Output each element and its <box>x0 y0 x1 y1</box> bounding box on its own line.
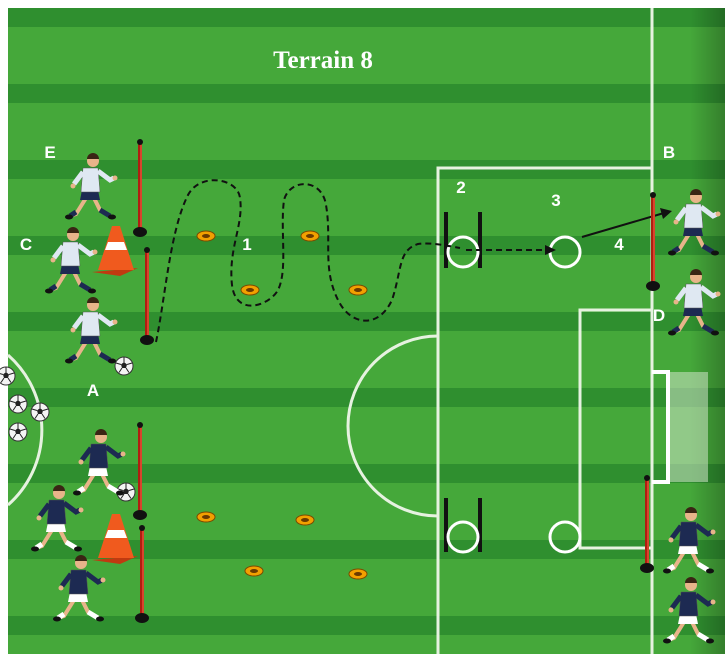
player-group <box>31 153 721 644</box>
marker-group <box>196 230 368 580</box>
penalty-arc <box>346 334 439 518</box>
slalom-pole-icon <box>133 139 147 237</box>
slalom-pole-icon <box>133 422 147 520</box>
label-step-3: 3 <box>551 191 560 210</box>
goal-frame-icon <box>652 370 670 484</box>
soccer-ball-icon <box>30 402 50 422</box>
pole-group <box>133 139 660 623</box>
marker-hole <box>250 569 258 573</box>
label-c: C <box>20 235 32 254</box>
marker-hole <box>354 288 362 292</box>
player-lower-5 <box>663 577 716 644</box>
soccer-ball-icon <box>8 394 28 414</box>
pass-arrowhead-icon <box>660 208 672 219</box>
label-d: D <box>653 306 665 325</box>
label-step-1: 1 <box>242 235 251 254</box>
stations <box>446 235 582 554</box>
marker-hole <box>301 518 309 522</box>
center-circle-arc <box>7 353 44 507</box>
slalom-pole-icon <box>140 247 154 345</box>
station-circle-lower-2 <box>548 520 582 554</box>
marker-hole <box>202 234 210 238</box>
station-circle-2 <box>446 235 480 269</box>
player-lower-3 <box>53 555 106 622</box>
grass-stripe <box>8 540 725 559</box>
player-lower-2 <box>31 485 84 552</box>
goal-net <box>666 372 708 482</box>
penalty-area-line <box>436 166 652 654</box>
diagram-title: Terrain 8 <box>273 47 373 74</box>
player-e <box>65 153 118 220</box>
dribble-path <box>155 179 461 343</box>
marker-hole <box>246 288 254 292</box>
station-circle-lower-1 <box>446 520 480 554</box>
gate-posts <box>444 212 482 552</box>
soccer-ball-icon <box>8 422 28 442</box>
slalom-pole-icon <box>135 525 149 623</box>
labels: E C A B D 1 2 3 4 <box>20 143 675 400</box>
marker-hole <box>354 572 362 576</box>
player-lower-4 <box>663 507 716 574</box>
cone-group <box>92 226 138 564</box>
player-c <box>45 227 98 294</box>
marker-hole <box>202 515 210 519</box>
marker-hole <box>306 234 314 238</box>
player-a <box>65 297 118 364</box>
traffic-cone-icon <box>92 226 138 276</box>
slalom-pole-icon <box>640 475 654 573</box>
grass-stripe <box>8 616 725 635</box>
pass-line <box>581 212 665 238</box>
goal-area-line <box>578 308 652 550</box>
soccer-ball-icon <box>114 356 134 376</box>
label-a: A <box>87 381 99 400</box>
grass-stripe <box>8 8 725 27</box>
player-d <box>668 269 721 336</box>
label-b: B <box>663 143 675 162</box>
goal <box>652 370 708 484</box>
run-arrowhead-icon <box>545 245 556 255</box>
slalom-pole-icon <box>646 192 660 291</box>
grass-stripe <box>8 388 725 407</box>
label-step-4: 4 <box>614 235 624 254</box>
label-e: E <box>44 143 55 162</box>
traffic-cone-icon <box>92 514 138 564</box>
grass-stripe <box>8 160 725 179</box>
soccer-ball-icon <box>0 366 16 386</box>
player-b <box>668 189 721 256</box>
label-step-2: 2 <box>456 178 465 197</box>
grass-stripe <box>8 464 725 483</box>
grass-stripe <box>8 84 725 103</box>
pitch-lines <box>7 8 654 654</box>
player-lower-1 <box>73 429 126 496</box>
